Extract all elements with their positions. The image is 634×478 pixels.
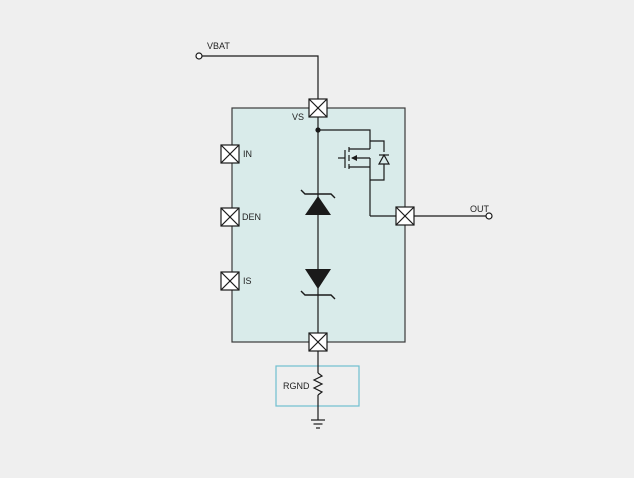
pin-den: [220, 207, 240, 227]
is-label: IS: [243, 276, 252, 286]
rgnd-label: RGND: [283, 381, 310, 391]
in-label: IN: [243, 149, 252, 159]
zener-diode-icon-lower: [300, 269, 336, 300]
vbat-label: VBAT: [207, 41, 230, 51]
ground-icon: [311, 419, 325, 429]
pin-out: [395, 206, 415, 226]
vs-label: VS: [292, 112, 304, 122]
vbat-terminal: [195, 52, 203, 60]
out-wire: [414, 212, 493, 220]
vbat-wire: [195, 52, 319, 99]
pin-x-box-icon: [220, 98, 415, 352]
pin-is: [220, 271, 240, 291]
zener-diode-icon: [300, 189, 336, 215]
resistor-icon: [312, 351, 324, 420]
pin-vs: [308, 98, 328, 118]
mosfet-arrow-icon: [351, 155, 357, 161]
pin-in: [220, 144, 240, 164]
diode-icon: [370, 140, 391, 181]
mosfet-icon: [338, 146, 371, 216]
den-label: DEN: [242, 212, 261, 222]
pin-gnd: [308, 332, 328, 352]
out-label: OUT: [470, 204, 490, 214]
out-terminal: [485, 212, 493, 220]
